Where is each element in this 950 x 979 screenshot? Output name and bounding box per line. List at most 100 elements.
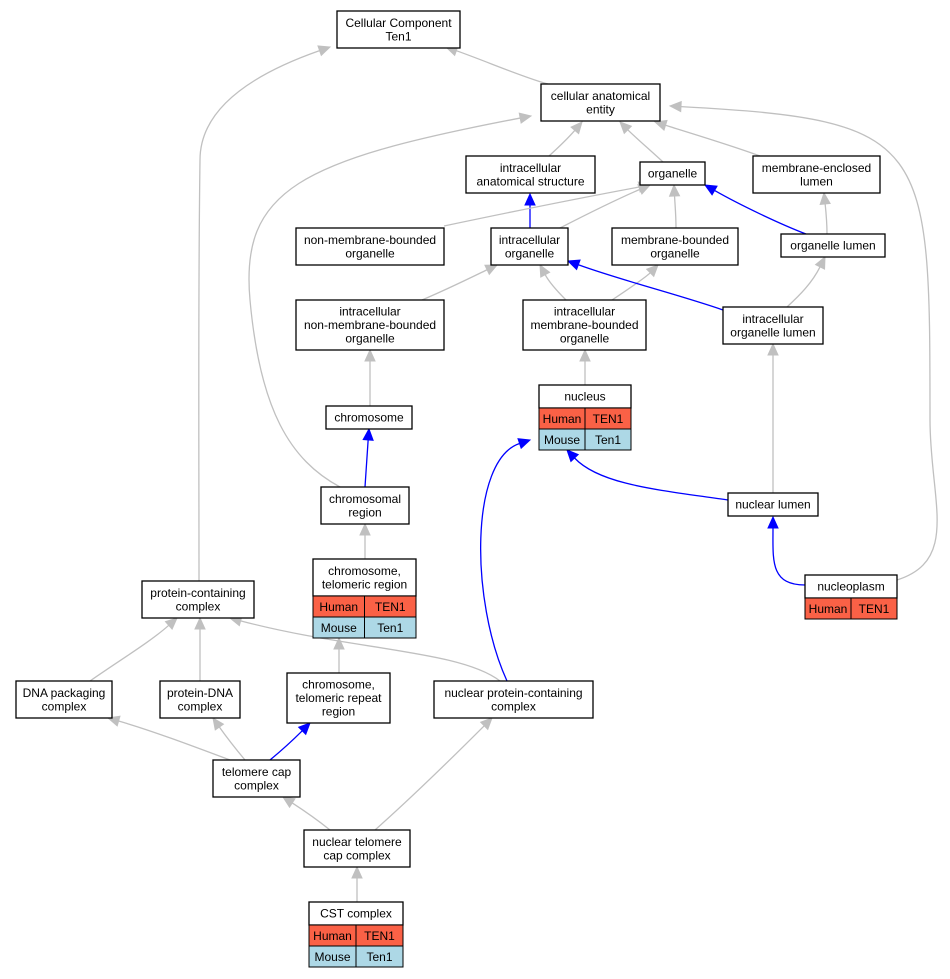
edge-arrow-chromreg-chromosome — [362, 427, 374, 441]
edge-chromreg-chromosome — [364, 439, 369, 488]
node-box — [752, 155, 881, 194]
edge-arrow-mel-cae — [653, 119, 668, 131]
species-label: Human — [543, 412, 582, 426]
node-ol[interactable]: organelle lumen — [780, 233, 886, 258]
edge-organelle-cae — [627, 129, 664, 163]
edge-arrow-io-ias — [524, 192, 536, 206]
node-label-line: organelle — [560, 332, 610, 346]
node-box — [722, 306, 824, 345]
node-label-line: membrane-bounded — [530, 318, 638, 332]
node-label-line: organelle — [650, 246, 700, 260]
edge-inmbo-io — [421, 269, 488, 301]
node-label-line: chromosome, — [328, 564, 401, 578]
edge-arrow-iol-ol — [814, 255, 826, 270]
edge-arrow-organelle-cae — [619, 121, 633, 135]
node-label-line: organelle — [505, 246, 555, 260]
node-label-line: organelle — [345, 332, 395, 346]
node-label-line: complex — [234, 778, 279, 792]
edge-ntcc-npcc — [374, 725, 485, 831]
node-box — [159, 680, 241, 719]
node-label-line: telomere cap — [222, 765, 292, 779]
node-box — [611, 227, 739, 266]
node-box — [312, 558, 417, 597]
gene-cell — [355, 945, 404, 968]
edge-arrow-cst-ntcc — [351, 865, 363, 879]
edge-ias-cae — [548, 129, 576, 157]
node-box — [540, 83, 661, 122]
node-inmbo[interactable]: intracellularnon-membrane-boundedorganel… — [295, 299, 445, 351]
edge-arrow-np-nl — [767, 515, 779, 529]
edge-arrow-nl-iol — [767, 342, 779, 356]
node-organelle[interactable]: organelle — [639, 161, 706, 186]
node-label-line: intracellular — [339, 305, 400, 319]
edge-arrow-ol-organelle — [703, 184, 718, 196]
edge-arrow-chromosome-inmbo — [364, 348, 376, 362]
node-box — [336, 10, 461, 49]
node-chromosome[interactable]: chromosome — [325, 405, 413, 430]
node-label-line: region — [322, 705, 355, 719]
node-label-line: nuclear telomere — [312, 835, 402, 849]
edge-nmbo-organelle — [443, 186, 640, 227]
node-label-line: membrane-bounded — [621, 233, 729, 247]
node-box — [433, 680, 594, 719]
gene-cell — [364, 616, 417, 639]
species-label: Mouse — [314, 950, 350, 964]
node-label-line: cap complex — [323, 848, 390, 862]
edge-iol-ol — [786, 266, 821, 308]
edge-pcc-cc_root — [198, 50, 320, 582]
node-label-line: organelle lumen — [790, 239, 875, 253]
gene-label: TEN1 — [593, 412, 624, 426]
node-label-line: Ten1 — [385, 29, 411, 43]
node-label-line: intracellular — [500, 161, 561, 175]
edge-cae-cc_root — [456, 50, 549, 85]
node-label-line: non-membrane-bounded — [304, 233, 436, 247]
node-box — [320, 486, 410, 525]
node-label-line: nucleoplasm — [817, 580, 884, 594]
edge-arrow-nucleus-imbo — [579, 348, 591, 362]
node-label-line: intracellular — [742, 312, 803, 326]
node-label-line: complex — [42, 699, 87, 713]
gene-cell — [584, 428, 632, 451]
edge-imbo-io — [544, 274, 567, 301]
node-label-line: nuclear protein-containing — [444, 686, 582, 700]
edge-arrow-np-cae — [668, 100, 682, 113]
edge-arrow-pdc-pcc — [194, 616, 206, 630]
node-label-line: telomeric repeat — [295, 691, 382, 705]
edge-arrow-chromreg-cae — [518, 112, 533, 124]
edge-arrow-ol-mel — [819, 191, 831, 206]
node-label-line: organelle — [345, 246, 395, 260]
edge-arrow-ias-cae — [570, 121, 583, 135]
node-label-line: membrane-enclosed — [762, 161, 871, 175]
node-box — [639, 161, 706, 186]
edge-arrow-ctrr-ctr — [333, 636, 345, 650]
edge-arrow-tcc-ctrr — [297, 722, 311, 736]
node-box — [490, 227, 569, 266]
node-box — [780, 233, 886, 258]
edge-arrow-iol-io — [566, 259, 581, 271]
node-label-line: intracellular — [554, 305, 615, 319]
node-nl[interactable]: nuclear lumen — [727, 492, 819, 517]
node-label-line: organelle lumen — [730, 325, 815, 339]
node-box — [303, 829, 411, 868]
